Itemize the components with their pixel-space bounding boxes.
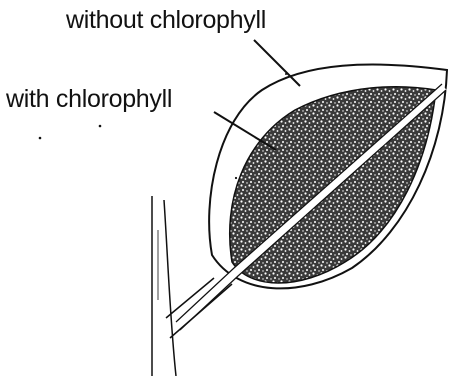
stem-right (164, 200, 176, 376)
speck (39, 137, 42, 140)
label-without-chlorophyll: without chlorophyll (66, 6, 266, 35)
speck (99, 125, 102, 128)
label-with-chlorophyll: with chlorophyll (6, 85, 172, 114)
petiole-bottom (170, 284, 232, 338)
speck (235, 177, 237, 179)
pointer-without-chlorophyll (254, 40, 300, 86)
speck (285, 73, 287, 75)
